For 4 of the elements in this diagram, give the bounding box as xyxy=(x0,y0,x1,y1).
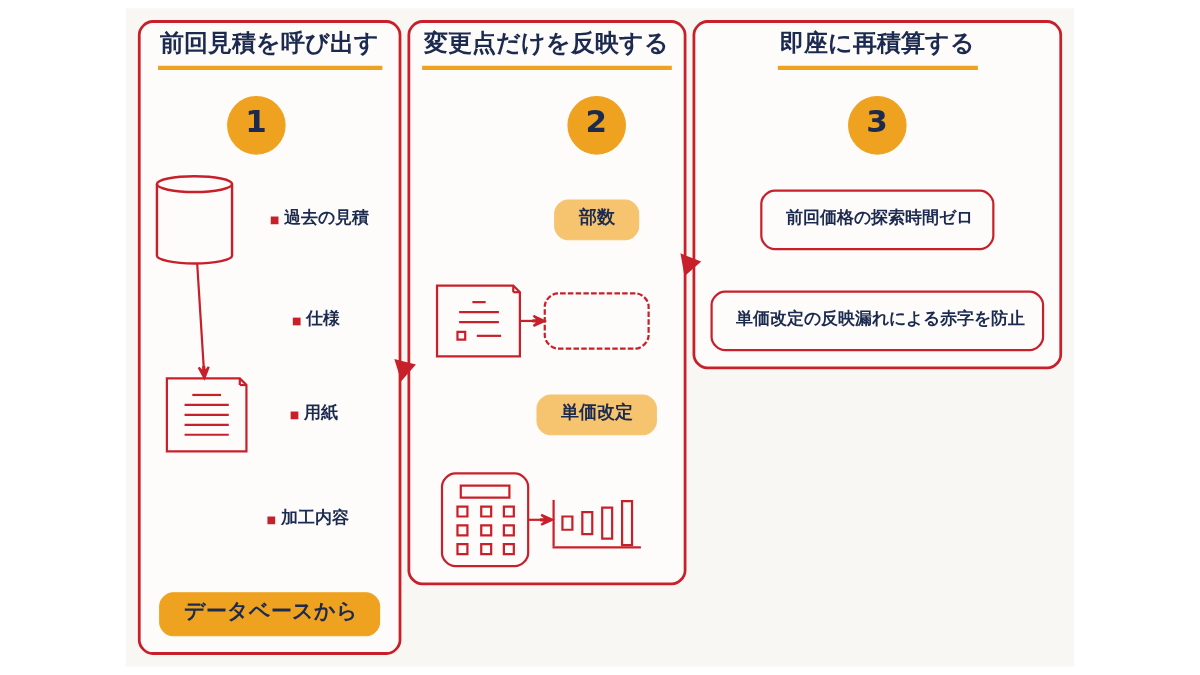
label: 仕様 xyxy=(306,309,341,329)
label: 加工内容 xyxy=(280,508,349,528)
label: 過去の見積 xyxy=(284,208,369,228)
label: 用紙 xyxy=(303,403,338,423)
